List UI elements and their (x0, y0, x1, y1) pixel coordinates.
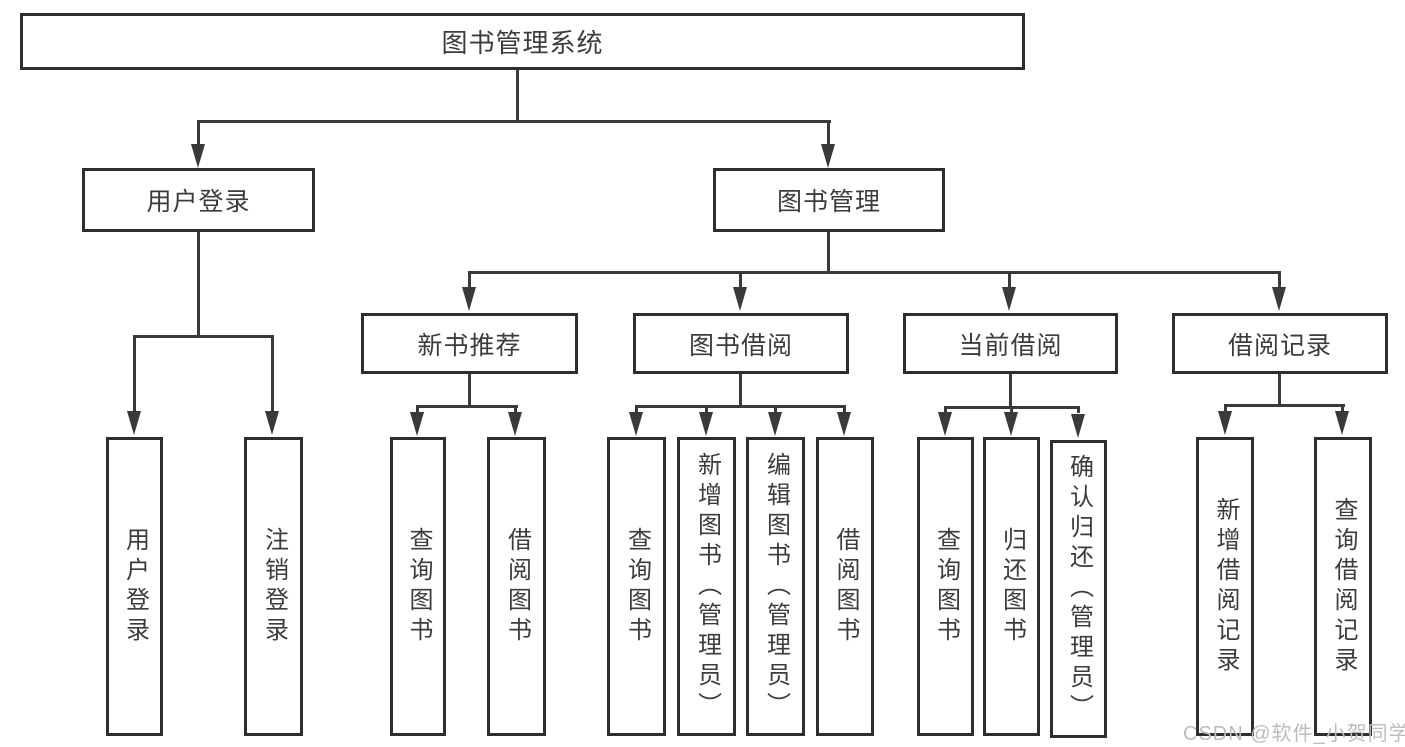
connector-line (635, 405, 846, 408)
node-current-borrowing: 当前借阅 (903, 313, 1118, 374)
connector-line (843, 408, 846, 413)
arrowhead-down-icon (508, 412, 522, 436)
connector-line (827, 123, 830, 146)
connector-line (827, 232, 830, 274)
leaf-label: 用户登录 (121, 526, 149, 647)
arrowhead-down-icon (629, 412, 643, 436)
leaf-query-books-1: 查询图书 (390, 437, 446, 736)
node-label: 图书管理 (776, 188, 881, 216)
leaf-edit-book-admin: 编辑图书（管理员） (746, 437, 805, 736)
node-label: 图书借阅 (688, 331, 793, 360)
watermark: CSDN @软件_小贺同学 (1183, 723, 1405, 745)
connector-line (416, 408, 419, 413)
connector-line (1341, 407, 1344, 412)
leaf-label: 查询图书 (623, 526, 651, 647)
leaf-label: 编辑图书（管理员） (762, 451, 790, 722)
arrowhead-down-icon (462, 287, 476, 311)
leaf-borrow-books-1: 借阅图书 (487, 437, 546, 736)
node-book-borrowing: 图书借阅 (633, 313, 849, 374)
node-borrowing-records: 借阅记录 (1172, 313, 1388, 374)
connector-line (1224, 407, 1227, 412)
connector-line (1224, 404, 1345, 407)
arrowhead-down-icon (265, 411, 279, 435)
arrowhead-down-icon (699, 412, 713, 436)
node-label: 新书推荐 (417, 331, 522, 360)
leaf-label: 查询图书 (932, 526, 960, 647)
connector-line (635, 408, 638, 413)
connector-line (705, 408, 708, 413)
leaf-label: 借阅图书 (832, 526, 859, 647)
leaf-user-login: 用户登录 (106, 437, 163, 736)
arrowhead-down-icon (191, 144, 205, 168)
leaf-confirm-return-admin: 确认归还（管理员） (1050, 440, 1107, 738)
connector-line (944, 409, 947, 413)
node-user-login: 用户登录 (82, 168, 315, 232)
connector-line (774, 408, 777, 413)
connector-line (1077, 409, 1080, 413)
arrowhead-down-icon (821, 144, 835, 168)
node-label: 图书管理系统 (441, 28, 604, 58)
node-new-book-recommend: 新书推荐 (361, 313, 578, 374)
leaf-label: 查询借阅记录 (1330, 496, 1357, 677)
leaf-add-book-admin: 新增图书（管理员） (677, 437, 736, 736)
leaf-query-books-2: 查询图书 (607, 437, 666, 736)
connector-line (197, 123, 200, 146)
arrowhead-down-icon (1335, 411, 1349, 435)
leaf-label: 新增图书（管理员） (693, 451, 721, 722)
node-label: 借阅记录 (1227, 331, 1332, 360)
node-library-system: 图书管理系统 (20, 13, 1025, 70)
connector-line (514, 408, 517, 413)
connector-line (1009, 374, 1012, 409)
arrowhead-down-icon (938, 412, 952, 436)
leaf-borrow-books-2: 借阅图书 (816, 437, 874, 736)
arrowhead-down-icon (768, 412, 782, 436)
connector-line (468, 274, 471, 288)
arrowhead-down-icon (1004, 412, 1018, 436)
leaf-label: 借阅图书 (503, 526, 531, 647)
connector-line (133, 335, 274, 338)
connector-line (133, 338, 136, 412)
connector-line (197, 120, 831, 123)
node-book-management: 图书管理 (713, 168, 945, 232)
arrowhead-down-icon (1002, 287, 1016, 311)
connector-line (468, 271, 1281, 274)
arrowhead-down-icon (1071, 414, 1085, 438)
connector-line (1278, 374, 1281, 406)
arrowhead-down-icon (127, 411, 141, 435)
connector-line (468, 374, 471, 406)
connector-line (1278, 274, 1281, 288)
node-label: 当前借阅 (958, 331, 1063, 360)
connector-line (1010, 409, 1013, 413)
arrowhead-down-icon (733, 287, 747, 311)
leaf-query-borrow-record: 查询借阅记录 (1314, 437, 1372, 736)
arrowhead-down-icon (837, 412, 851, 436)
connector-line (516, 70, 519, 122)
leaf-label: 归还图书 (998, 526, 1026, 647)
connector-line (1008, 274, 1011, 288)
arrowhead-down-icon (1272, 287, 1286, 311)
leaf-label: 新增借阅记录 (1212, 496, 1239, 677)
leaf-return-books: 归还图书 (983, 437, 1040, 736)
connector-line (197, 232, 200, 338)
connector-line (271, 338, 274, 412)
leaf-label: 查询图书 (405, 526, 432, 647)
connector-line (416, 405, 518, 408)
node-label: 用户登录 (146, 188, 251, 216)
arrowhead-down-icon (1218, 411, 1232, 435)
leaf-add-borrow-record: 新增借阅记录 (1196, 437, 1254, 736)
arrowhead-down-icon (410, 412, 424, 436)
connector-line (739, 374, 742, 406)
leaf-label: 注销登录 (260, 526, 288, 647)
connector-line (739, 274, 742, 288)
leaf-label: 确认归还（管理员） (1065, 454, 1093, 724)
leaf-logout: 注销登录 (244, 437, 303, 736)
leaf-query-books-3: 查询图书 (917, 437, 974, 736)
connector-line (944, 406, 1080, 409)
